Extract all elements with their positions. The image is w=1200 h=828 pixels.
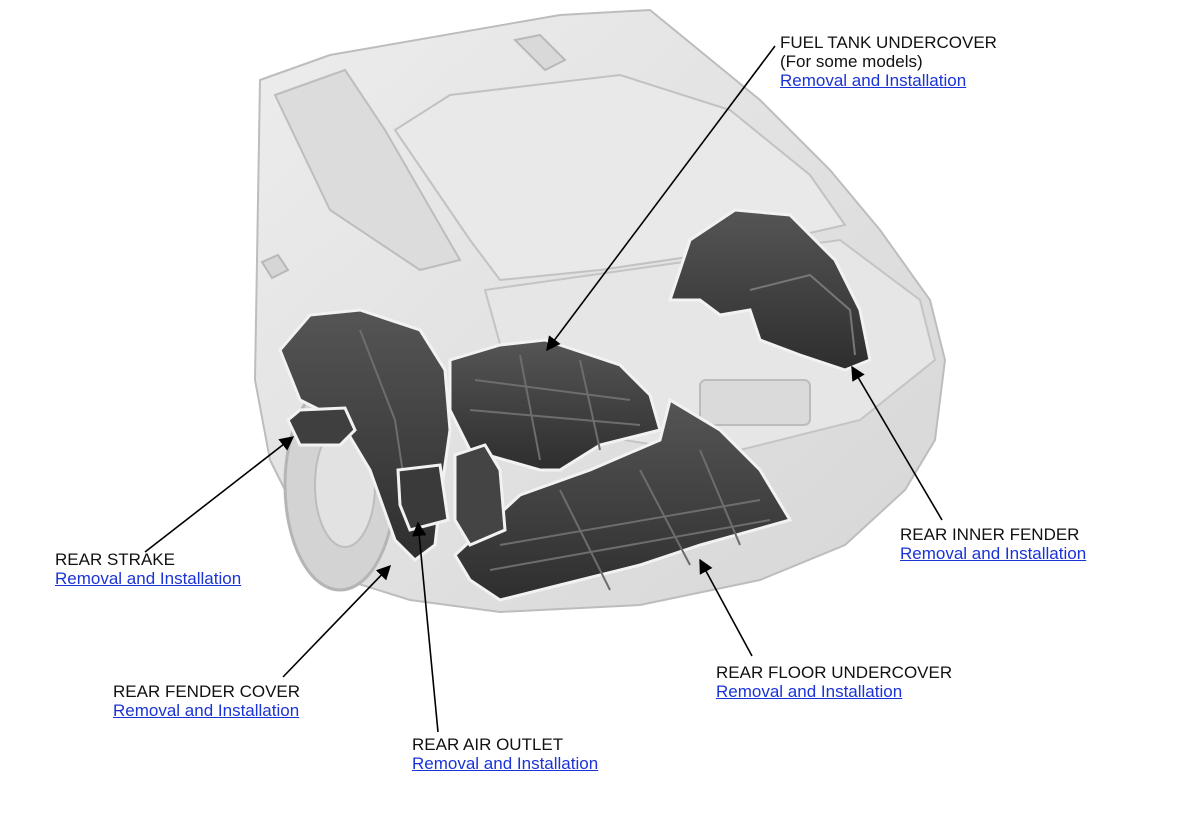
rear-floor-undercover-title: REAR FLOOR UNDERCOVER: [716, 663, 953, 682]
rear-fender-cover-part: [453, 443, 507, 547]
callout-fuel-tank-undercover: FUEL TANK UNDERCOVER (For some models) R…: [780, 33, 997, 90]
leader-rear-fender-cover: [282, 564, 391, 678]
rear-fender-cover-link[interactable]: Removal and Installation: [113, 701, 300, 720]
callout-rear-fender-cover: REAR FENDER COVER Removal and Installati…: [113, 682, 300, 720]
rear-strake-title: REAR STRAKE: [55, 550, 175, 569]
rear-air-outlet-link[interactable]: Removal and Installation: [412, 754, 599, 773]
callout-rear-strake: REAR STRAKE Removal and Installation: [55, 550, 241, 588]
fuel-tank-undercover-part: [448, 338, 662, 472]
leader-rear-air-outlet: [412, 521, 439, 733]
leader-rear-strake: [144, 436, 295, 553]
fuel-tank-undercover-title: FUEL TANK UNDERCOVER: [780, 33, 997, 52]
leader-lines: [144, 45, 943, 733]
rear-air-outlet-title: REAR AIR OUTLET: [412, 735, 564, 754]
callout-rear-inner-fender: REAR INNER FENDER Removal and Installati…: [900, 525, 1086, 563]
fuel-tank-undercover-link[interactable]: Removal and Installation: [780, 71, 967, 90]
rear-floor-undercover-part: [453, 397, 793, 602]
rear-floor-undercover-link[interactable]: Removal and Installation: [716, 682, 903, 701]
rear-inner-fender-title: REAR INNER FENDER: [900, 525, 1080, 544]
fuel-tank-undercover-note: (For some models): [780, 52, 923, 71]
rear-inner-fender-link[interactable]: Removal and Installation: [900, 544, 1087, 563]
leader-rear-inner-fender: [851, 365, 943, 521]
rear-fender-cover-title: REAR FENDER COVER: [113, 682, 301, 701]
callout-rear-air-outlet: REAR AIR OUTLET Removal and Installation: [412, 735, 598, 773]
rear-strake-part: [286, 406, 357, 447]
rear-air-outlet-part: [396, 463, 450, 532]
rear-inner-fender-part: [667, 208, 872, 372]
rear-strake-link[interactable]: Removal and Installation: [55, 569, 242, 588]
callout-rear-floor-undercover: REAR FLOOR UNDERCOVER Removal and Instal…: [716, 663, 952, 701]
leader-rear-floor-undercover: [699, 558, 753, 657]
leader-fuel-tank-undercover: [546, 45, 776, 352]
